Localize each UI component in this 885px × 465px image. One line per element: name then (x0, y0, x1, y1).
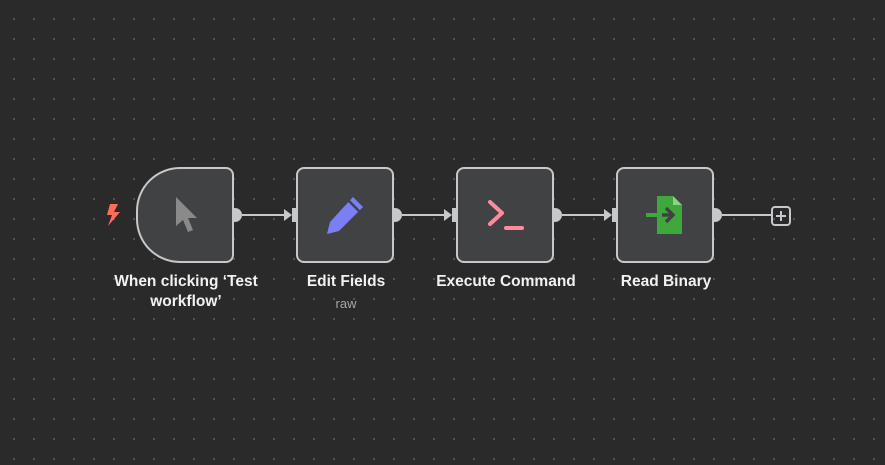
connection-arrow (604, 209, 612, 221)
input-handle[interactable] (452, 208, 457, 222)
node-subtitle: raw (335, 296, 357, 311)
node-label: Edit Fields (306, 273, 386, 290)
node-label: When clicking ‘Test workflow’ (114, 273, 258, 310)
node-manual-trigger[interactable] (136, 167, 234, 263)
node-edit-fields[interactable] (296, 167, 394, 263)
node-execute-command[interactable] (456, 167, 554, 263)
add-node-button[interactable] (771, 206, 791, 226)
file-import-icon (646, 196, 682, 234)
input-handle[interactable] (612, 208, 617, 222)
node-label: Read Binary (620, 273, 712, 290)
pencil-icon (327, 197, 363, 234)
connection-arrow (444, 209, 452, 221)
plus-icon (776, 211, 786, 221)
input-handle[interactable] (292, 208, 297, 222)
cursor-icon (176, 197, 197, 232)
lightning-bolt-icon (107, 204, 120, 226)
node-label: Execute Command (436, 273, 576, 290)
connection-arrow (284, 209, 292, 221)
node-read-binary[interactable] (616, 167, 714, 263)
terminal-icon (488, 200, 524, 230)
